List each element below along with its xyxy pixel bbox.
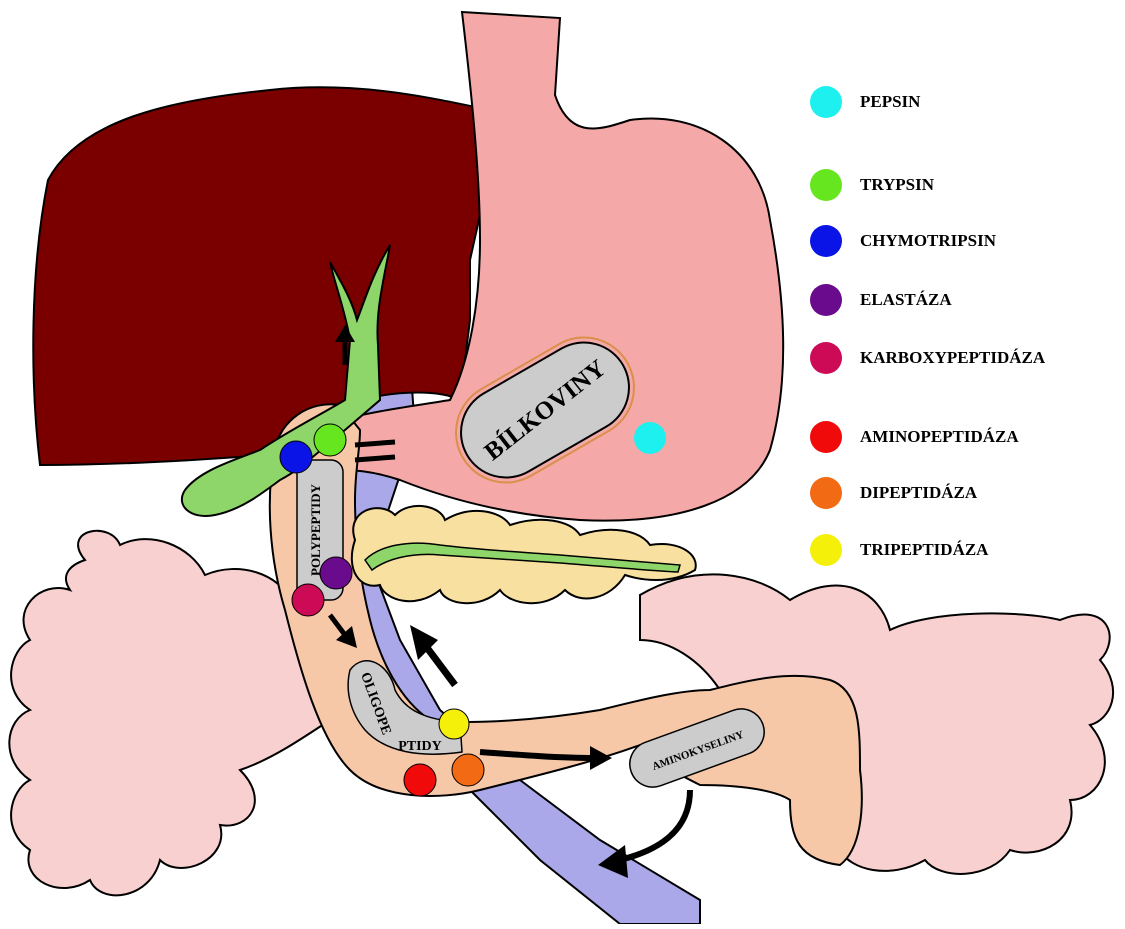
legend-label: TRYPSIN (860, 175, 934, 195)
arrow-curve-absorption (598, 790, 690, 878)
legend-item-chymotripsin: CHYMOTRIPSIN (810, 223, 996, 259)
dot-trypsin (314, 424, 346, 456)
legend-dot (810, 86, 842, 118)
legend-item-trypsin: TRYPSIN (810, 167, 934, 203)
legend-label: ELASTÁZA (860, 290, 952, 310)
legend-label: PEPSIN (860, 92, 920, 112)
dot-karboxypeptidaza (292, 584, 324, 616)
legend-dot (810, 421, 842, 453)
dot-dipeptidaza (452, 754, 484, 786)
label-polypeptidy: POLYPEPTIDY (308, 483, 323, 576)
legend-label: CHYMOTRIPSIN (860, 231, 996, 251)
dot-aminopeptidaza (404, 764, 436, 796)
legend-item-pepsin: PEPSIN (810, 84, 920, 120)
legend-dot (810, 225, 842, 257)
dot-pepsin (634, 422, 666, 454)
legend-dot (810, 169, 842, 201)
legend-label: KARBOXYPEPTIDÁZA (860, 348, 1045, 368)
legend-dot (810, 342, 842, 374)
dot-tripeptidaza (439, 709, 469, 739)
legend-label: AMINOPEPTIDÁZA (860, 427, 1019, 447)
legend-item-elastaza: ELASTÁZA (810, 282, 952, 318)
legend-item-tripeptidaza: TRIPEPTIDÁZA (810, 532, 988, 568)
legend-dot (810, 284, 842, 316)
legend-dot (810, 477, 842, 509)
legend-item-dipeptidaza: DIPEPTIDÁZA (810, 475, 977, 511)
legend-item-karboxypeptidaza: KARBOXYPEPTIDÁZA (810, 340, 1045, 376)
dot-elastaza (320, 557, 352, 589)
dot-chymotripsin (280, 441, 312, 473)
legend-item-aminopeptidaza: AMINOPEPTIDÁZA (810, 419, 1019, 455)
label-oligopeptidy-b: PTIDY (398, 739, 442, 754)
legend-label: TRIPEPTIDÁZA (860, 540, 988, 560)
legend-dot (810, 534, 842, 566)
legend-label: DIPEPTIDÁZA (860, 483, 977, 503)
